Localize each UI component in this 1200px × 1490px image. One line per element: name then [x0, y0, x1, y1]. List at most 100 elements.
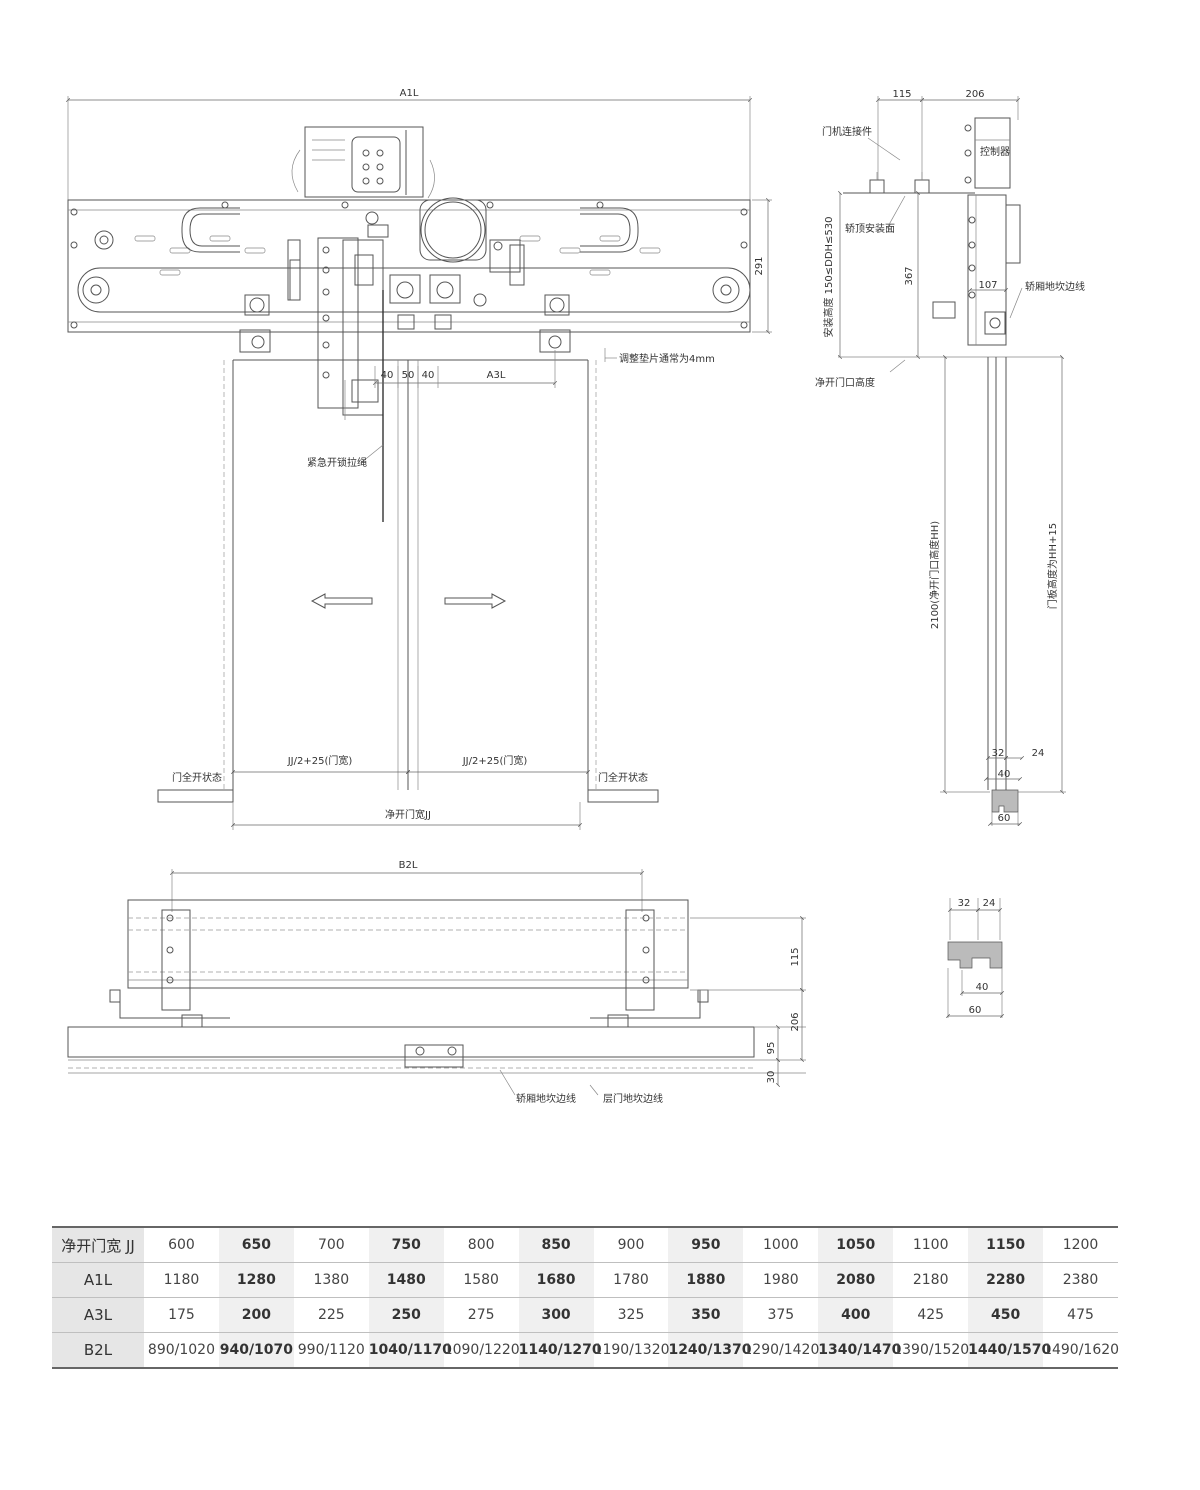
- dim-95-plan: 95: [766, 1042, 777, 1055]
- table-cell: 1040/1170: [368, 1332, 452, 1368]
- arrow-left-icon: [310, 593, 373, 609]
- label-open-left: 门全开状态: [172, 771, 222, 784]
- table-cell: 275: [443, 1297, 519, 1333]
- table-cell: 900: [593, 1227, 669, 1263]
- dim-clear-width: 净开门宽JJ: [385, 808, 431, 821]
- table-cell: 2380: [1043, 1262, 1118, 1298]
- table-cell: 2180: [893, 1262, 969, 1298]
- row-header: A3L: [52, 1297, 144, 1333]
- plan-hanger-right: [625, 909, 655, 1011]
- dim-2100: 2100(净开门口高度HH): [928, 521, 941, 629]
- technical-drawing: A1L: [66, 88, 1085, 1105]
- dim-40-side: 40: [998, 769, 1011, 780]
- side-view: 115 206 门机连接件 控制器 轿顶安装面 安装高度 150≤DDH≤530: [815, 89, 1085, 826]
- table-cell: 1050: [818, 1227, 894, 1263]
- table-cell: 400: [818, 1297, 894, 1333]
- dim-367: 367: [904, 266, 915, 285]
- dim-b2l: B2L: [399, 860, 418, 871]
- label-connector: 门机连接件: [822, 125, 872, 138]
- table-cell: 700: [293, 1227, 369, 1263]
- label-open-right: 门全开状态: [598, 771, 648, 784]
- dim-a1l: A1L: [400, 88, 419, 99]
- label-clear-height: 净开门口高度: [815, 376, 875, 389]
- sill-detail: 32 24 40 60: [946, 898, 1004, 1018]
- dim-40-right: 40: [422, 370, 435, 381]
- table-cell: 1340/1470: [818, 1332, 901, 1368]
- dim-40-detail: 40: [976, 982, 989, 993]
- table-row: B2L 890/1020 940/1070 990/1120 1040/1170…: [52, 1332, 1120, 1368]
- table-cell: 850: [518, 1227, 594, 1263]
- table-cell: 1390/1520: [893, 1342, 970, 1358]
- sill-profile: [947, 941, 1003, 969]
- dim-24-side: 24: [1032, 748, 1045, 759]
- table-cell: 1180: [144, 1262, 219, 1298]
- dim-24-detail: 24: [983, 898, 996, 909]
- table-cell: 200: [218, 1297, 294, 1333]
- dim-291: 291: [754, 256, 765, 275]
- table-cell: 1240/1370: [668, 1332, 752, 1368]
- table-cell: 350: [668, 1297, 744, 1333]
- table-cell: 1440/1570: [968, 1332, 1051, 1368]
- right-pulley: [712, 276, 740, 304]
- table-cell: 2280: [968, 1262, 1044, 1298]
- dim-panel-height: 门板高度为HH+15: [1046, 523, 1059, 609]
- dim-50: 50: [402, 370, 415, 381]
- table-cell: 1780: [593, 1262, 669, 1298]
- right-door-open: [587, 789, 659, 803]
- table-cell: 940/1070: [218, 1332, 294, 1368]
- table-cell: 890/1020: [147, 1342, 215, 1358]
- dim-a3l: A3L: [487, 370, 506, 381]
- table-cell: 750: [368, 1227, 444, 1263]
- table-cell: 300: [518, 1297, 594, 1333]
- row-header: 净开门宽 JJ: [52, 1227, 144, 1263]
- table-cell: 1090/1220: [443, 1342, 520, 1358]
- table-cell: 1190/1320: [593, 1342, 670, 1358]
- label-controller: 控制器: [980, 145, 1010, 158]
- left-hanger-plate: [317, 237, 359, 409]
- table-row: 净开门宽 JJ 600 650 700 750 800 850 900 950 …: [52, 1227, 1118, 1263]
- rail-slots: [134, 235, 661, 276]
- table-cell: 2080: [818, 1262, 894, 1298]
- plan-hanger-left: [161, 909, 191, 1011]
- table-cell: 1880: [668, 1262, 744, 1298]
- table-cell: 1100: [893, 1227, 969, 1263]
- table-cell: 325: [593, 1297, 669, 1333]
- table-cell: 1000: [743, 1227, 819, 1263]
- dim-115-plan: 115: [790, 947, 801, 966]
- side-controller: [974, 117, 1011, 189]
- left-door-open: [157, 789, 234, 803]
- table-cell: 600: [144, 1227, 219, 1263]
- dim-half-left: JJ/2+25(门宽): [287, 754, 353, 767]
- left-pulley: [82, 276, 110, 304]
- note-shim: 调整垫片通常为4mm: [619, 352, 715, 365]
- arrow-right-icon: [444, 593, 507, 609]
- dim-115: 115: [892, 89, 911, 100]
- controller-box: [304, 126, 424, 198]
- table-cell: 1680: [518, 1262, 594, 1298]
- table-row: A3L 175 200 225 250 275 300 325 350 375 …: [52, 1297, 1118, 1333]
- table-cell: 175: [144, 1297, 219, 1333]
- table-cell: 1490/1620: [1043, 1342, 1120, 1358]
- row-header: B2L: [52, 1332, 144, 1368]
- dim-install-height: 安装高度 150≤DDH≤530: [822, 216, 835, 337]
- dim-half-right: JJ/2+25(门宽): [462, 754, 528, 767]
- table-cell: 450: [968, 1297, 1044, 1333]
- table-cell: 950: [668, 1227, 744, 1263]
- table-cell: 475: [1043, 1297, 1118, 1333]
- row-header: A1L: [52, 1262, 144, 1298]
- dim-60-side: 60: [998, 813, 1011, 824]
- table-cell: 250: [368, 1297, 444, 1333]
- dim-32-side: 32: [992, 748, 1005, 759]
- dim-206: 206: [965, 89, 984, 100]
- plan-sill: [67, 1026, 755, 1058]
- table-row: A1L 1180 1280 1380 1480 1580 1680 1780 1…: [52, 1262, 1118, 1298]
- label-landing-sill: 层门地坎边线: [603, 1092, 663, 1105]
- table-cell: 800: [443, 1227, 519, 1263]
- table-cell: 1580: [443, 1262, 519, 1298]
- table-cell: 990/1120: [297, 1342, 365, 1358]
- dim-30-plan: 30: [766, 1071, 777, 1084]
- table-cell: 375: [743, 1297, 819, 1333]
- label-car-sill-side: 轿厢地坎边线: [1025, 280, 1085, 293]
- motor: [419, 199, 487, 261]
- table-cell: 225: [293, 1297, 369, 1333]
